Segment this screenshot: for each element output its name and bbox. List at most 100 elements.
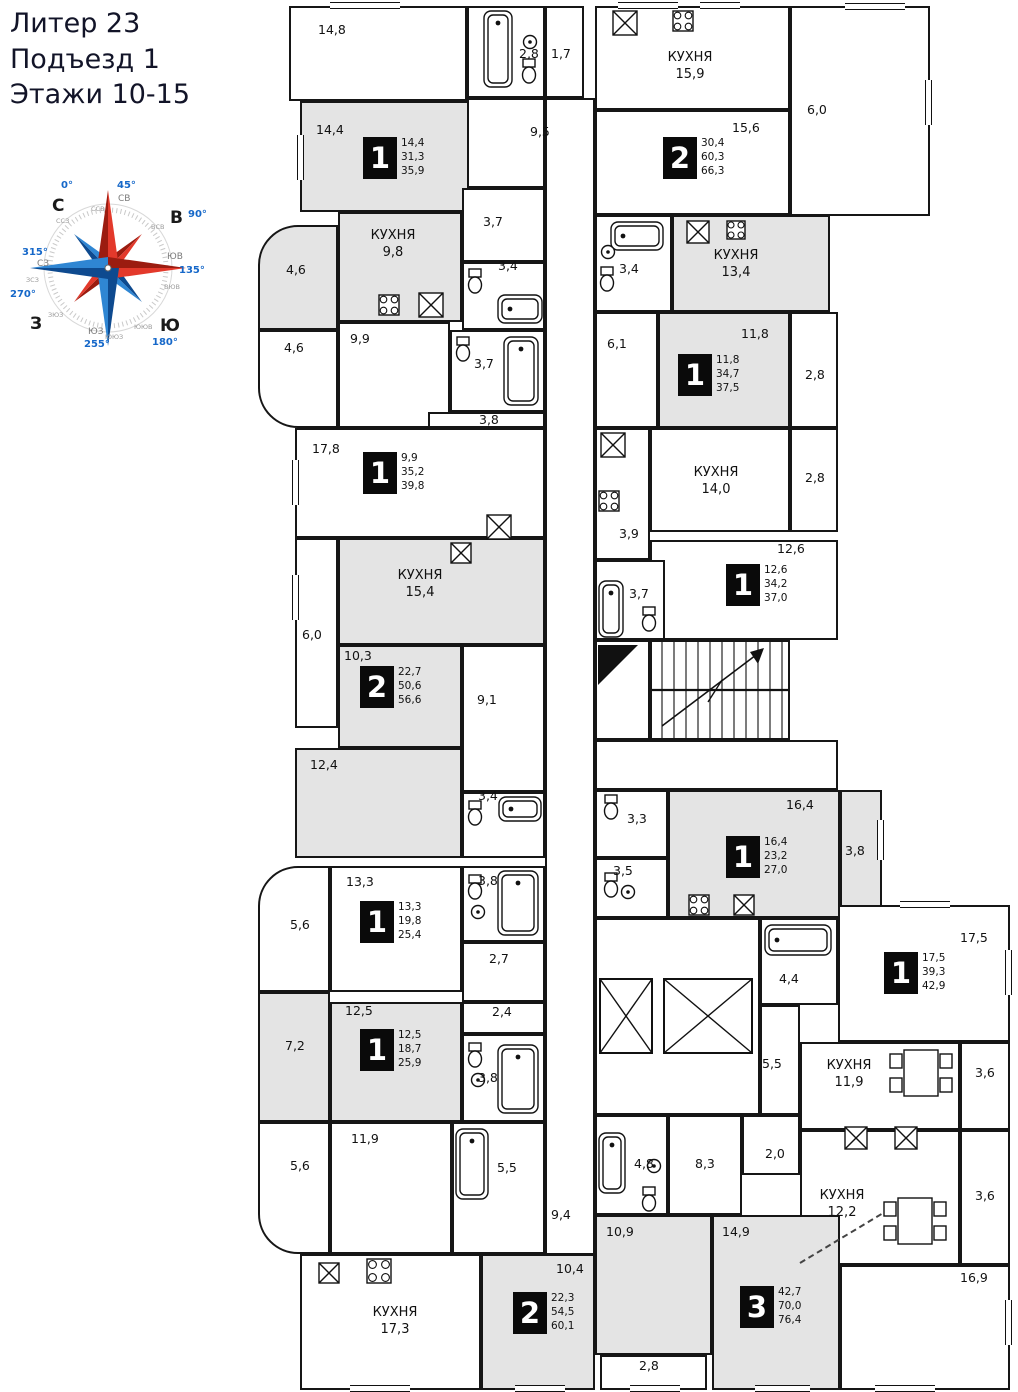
room-area-label: 7,2 [285,1038,305,1053]
apartment-rooms-number: 1 [726,564,760,606]
bathtub-icon [503,336,539,406]
compass-label: 135° [179,265,205,276]
compass-label: С [52,196,65,216]
sink-icon [470,904,486,920]
balcony [790,428,838,532]
room-area-label: 3,8 [845,843,865,858]
toilet-icon [640,1186,658,1212]
compass-label: ЗСЗ [26,276,39,284]
stove-icon [672,10,694,32]
apartment-rooms-number: 1 [360,901,394,943]
room-area-label: 3,9 [619,526,639,541]
kitchen-word: КУХНЯ [397,568,443,583]
room-area-label: 4,6 [284,340,304,355]
room-area-label: 10,9 [606,1224,634,1239]
room-area-label: 6,0 [302,627,322,642]
room [330,1002,462,1122]
room [338,322,450,428]
room-area-label: 3,4 [478,788,498,803]
toilet-icon [466,268,484,294]
room-area-label: 13,3 [346,874,374,889]
room-area-label: 3,5 [613,863,633,878]
room-area-label: 14,8 [318,22,346,37]
room-area-label: 10,4 [556,1261,584,1276]
room-area-label: 2,0 [765,1146,785,1161]
room-area-label: 1,7 [551,46,571,61]
room [338,645,462,748]
compass-label: СВ [118,194,131,204]
room [330,866,462,992]
washing-machine-icon [733,894,755,916]
compass-label: СЗ [37,259,50,269]
compass-label: 315° [22,247,48,258]
washing-machine-icon [844,1126,868,1150]
elevator-icon [599,978,653,1054]
room-area-label: 12,4 [310,757,338,772]
room-area-label: 2,8 [519,46,539,61]
stove-icon [688,894,710,916]
compass-label: ВСВ [151,223,165,231]
washing-machine-icon [686,220,710,244]
window-icon [925,80,932,125]
bathtub-icon [455,1128,489,1200]
window-icon [700,2,740,9]
compass-label: ЮЗ [88,327,104,337]
room-area-label: 2,8 [805,470,825,485]
room [330,1122,452,1254]
room-area-label: 6,1 [607,336,627,351]
bathtub-icon [483,10,513,88]
kitchen-word: КУХНЯ [819,1188,865,1203]
hall [760,1005,800,1115]
compass-label: 255° [84,339,110,350]
room-area-label: 3,3 [627,811,647,826]
toilet-icon [598,266,616,292]
title-line-floors: Этажи 10-15 [10,79,191,111]
window-icon [900,901,950,908]
compass-label: ЮВ [167,252,183,262]
toilet-icon [520,58,538,84]
room-area-label: 10,3 [344,648,372,663]
bathtub-icon [610,221,664,251]
bathtub-icon [598,1132,626,1194]
balcony [258,225,338,330]
compass-rose-icon [30,190,186,346]
toilet-icon [602,794,620,820]
dining-table-icon [888,1044,954,1102]
kitchen-word: КУХНЯ [826,1058,872,1073]
compass-label: ССВ [91,205,105,213]
window-icon [350,1385,410,1392]
room-area-label: 4,6 [286,262,306,277]
corridor [595,740,838,790]
room-area-label: 4,4 [779,971,799,986]
room-area-label: 9,9 [350,331,370,346]
stove-icon [366,1258,392,1284]
apartment-rooms-number: 3 [740,1286,774,1328]
compass-label: ЮЮЗ [105,333,124,341]
kitchen-area: 11,9 [834,1074,864,1090]
washing-machine-icon [486,514,512,540]
hall [428,412,545,428]
room [338,538,545,645]
room-area-label: 2,8 [805,367,825,382]
bathtub-icon [497,294,543,324]
hall [462,645,545,792]
corridor [545,98,595,1255]
room [650,428,790,532]
room-area-label: 9,4 [551,1207,571,1222]
apartment-rooms-number: 1 [363,137,397,179]
balcony [258,992,330,1122]
stove-icon [598,490,620,512]
room-area-label: 6,0 [807,102,827,117]
title-line-entrance: Подъезд 1 [10,43,160,75]
compass-label: Ю [160,316,180,336]
washing-machine-icon [450,542,472,564]
compass-label: 45° [117,180,136,191]
